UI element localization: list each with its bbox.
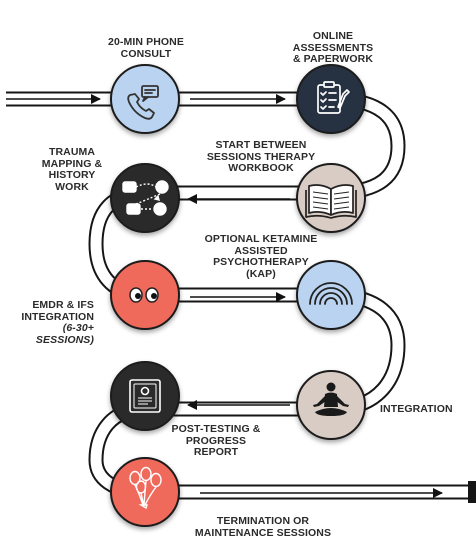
open-book-icon: [305, 184, 357, 219]
step-circle-termination: [110, 457, 180, 527]
moving-eyes-icon: [129, 287, 159, 303]
step-circle-emdr: [110, 260, 180, 330]
flowchart-map-icon: [122, 180, 169, 216]
certificate-report-icon: [129, 379, 161, 413]
step-circle-assessments: [296, 64, 366, 134]
phone-chat-icon: [127, 85, 159, 120]
step-circle-phone-consult: [110, 64, 180, 134]
step-circle-integration: [296, 370, 366, 440]
meditation-figure-icon: [313, 382, 349, 416]
clipboard-checklist-icon: [317, 81, 350, 114]
balloons-icon: [129, 466, 162, 510]
rainbow-arc-icon: [309, 282, 353, 305]
step-circle-workbook: [296, 163, 366, 233]
label-integration: INTEGRATION: [380, 403, 453, 415]
step-circle-post-testing: [110, 361, 180, 431]
step-circle-trauma-mapping: [110, 163, 180, 233]
direction-arrows: [6, 94, 443, 498]
step-circle-kap: [296, 260, 366, 330]
